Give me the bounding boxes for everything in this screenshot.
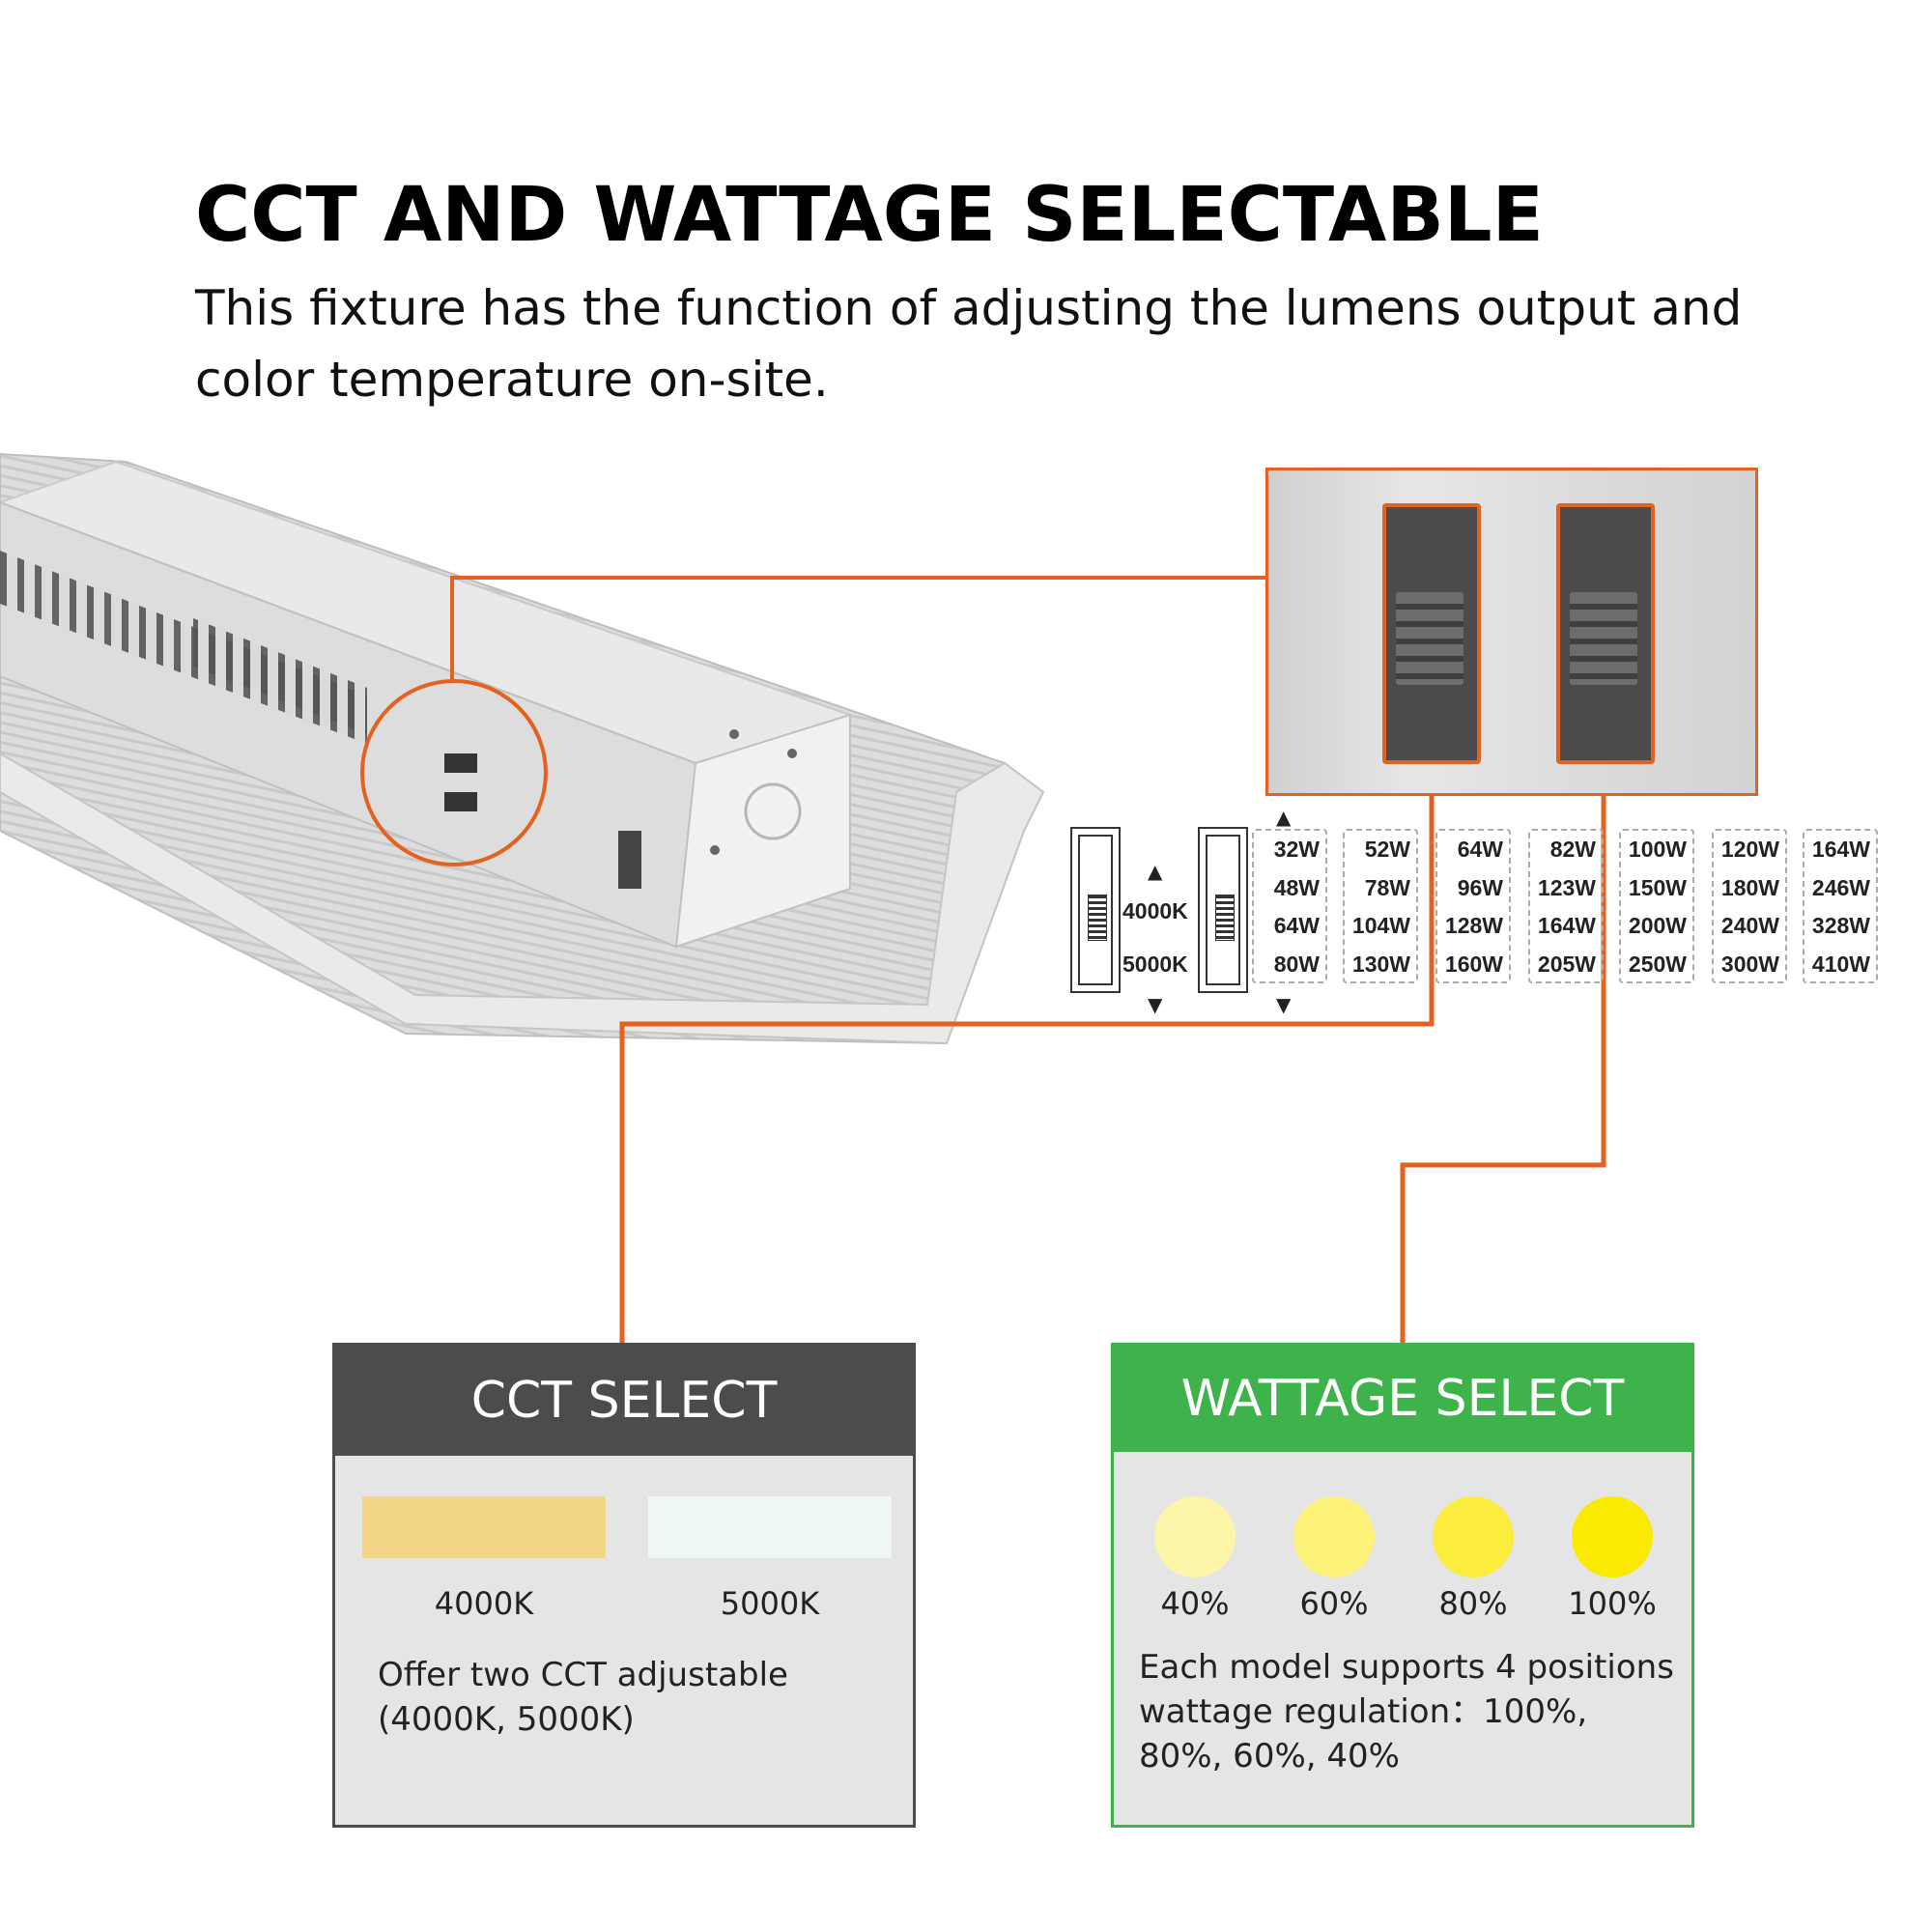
cct-select-heading: CCT SELECT xyxy=(335,1346,913,1456)
cct-4000k-label: 4000K xyxy=(434,1585,534,1622)
page-title: CCT AND WATTAGE SELECTABLE xyxy=(195,172,1544,259)
switch-zoom-panel xyxy=(1265,468,1758,796)
cct-description: Offer two CCT adjustable (4000K, 5000K) xyxy=(378,1656,788,1739)
wattage-select-heading: WATTAGE SELECT xyxy=(1114,1346,1691,1452)
cct-down-label: 5000K xyxy=(1122,952,1188,977)
wattage-60-label: 60% xyxy=(1299,1585,1369,1622)
cct-switch-schematic xyxy=(1070,827,1121,993)
wattage-80-label: 80% xyxy=(1438,1585,1508,1622)
wattage-40-dot xyxy=(1154,1496,1236,1577)
cct-4000k-swatch xyxy=(362,1496,606,1558)
cct-switch-slider[interactable] xyxy=(1396,592,1463,685)
cct-5000k-label: 5000K xyxy=(720,1585,820,1622)
cct-5000k-swatch xyxy=(648,1496,892,1558)
fixture-frame xyxy=(0,752,1045,1045)
connector-wattage xyxy=(1400,796,1606,1345)
wattage-100-dot xyxy=(1572,1496,1653,1577)
cct-up-label: 4000K xyxy=(1122,898,1188,923)
wattage-60-dot xyxy=(1293,1496,1375,1577)
wattage-description: Each model supports 4 positions wattage … xyxy=(1139,1648,1674,1776)
cct-switch[interactable] xyxy=(1382,503,1481,764)
wattage-switch[interactable] xyxy=(1556,503,1655,764)
wattage-switch-schematic xyxy=(1198,827,1248,993)
driver-housing-end xyxy=(674,713,851,949)
page-subtitle: This fixture has the function of adjusti… xyxy=(195,280,1743,408)
arrow-up-icon: ▲ xyxy=(1148,860,1163,883)
arrow-down-icon: ▼ xyxy=(1148,993,1163,1016)
callout-line-top xyxy=(450,576,1267,681)
cct-select-panel: CCT SELECT 4000K 5000K Offer two CCT adj… xyxy=(332,1343,916,1828)
wattage-80-dot xyxy=(1433,1496,1514,1577)
wattage-switch-slider[interactable] xyxy=(1570,592,1637,685)
arrow-up-icon: ▲ xyxy=(1276,806,1292,829)
wattage-40-label: 40% xyxy=(1160,1585,1230,1622)
arrow-down-icon: ▼ xyxy=(1276,993,1292,1016)
connector-cct xyxy=(619,796,1435,1345)
wattage-select-panel: WATTAGE SELECT 40% 60% 80% 100% Each mod… xyxy=(1111,1343,1694,1828)
wattage-100-label: 100% xyxy=(1568,1585,1657,1622)
